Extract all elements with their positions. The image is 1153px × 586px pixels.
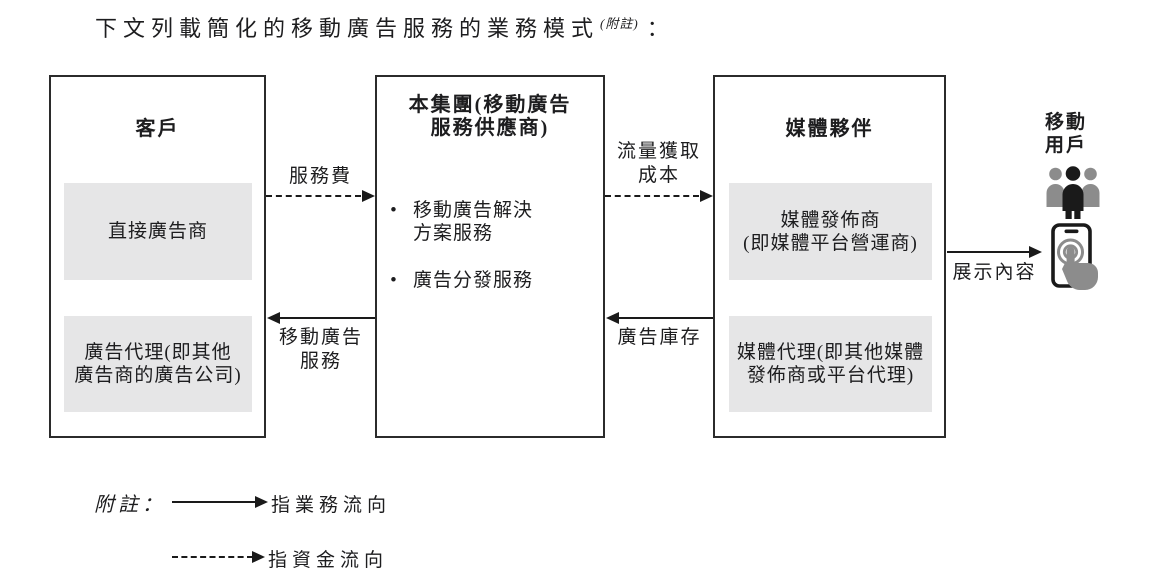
group-services-list: • 移動廣告解決 方案服務 • 廣告分發服務	[389, 199, 533, 316]
legend-business-flow-label: 指業務流向	[271, 495, 392, 516]
list-item: • 移動廣告解決 方案服務	[389, 199, 533, 245]
solid-line	[947, 251, 1029, 253]
media-publishers-item: 媒體發佈商 (即媒體平台營運商)	[729, 183, 932, 280]
advertising-agencies-item: 廣告代理(即其他 廣告商的廣告公司)	[64, 316, 252, 412]
solid-line	[618, 317, 713, 319]
solid-line	[279, 317, 375, 319]
arrowhead-right-icon	[1029, 246, 1042, 258]
mobile-ad-service-label: 移動廣告 服務	[278, 327, 363, 372]
diagram-title: 下文列載簡化的移動廣告服務的業務模式(附註) ：	[95, 11, 669, 43]
list-item: • 廣告分發服務	[389, 269, 533, 292]
dashed-line	[605, 195, 699, 197]
arrowhead-right-icon	[362, 190, 375, 202]
traffic-cost-label: 流量獲取 成本	[616, 141, 701, 186]
phone-tap-icon	[1051, 223, 1103, 298]
arrowhead-right-icon	[700, 190, 713, 202]
title-note-superscript: (附註)	[600, 16, 639, 31]
bullet-icon: •	[390, 270, 398, 291]
direct-advertisers-item: 直接廣告商	[64, 183, 252, 280]
arrowhead-left-icon	[606, 312, 619, 324]
ad-distribution-service-label: 廣告分發服務	[413, 270, 534, 291]
arrowhead-right-icon	[255, 496, 268, 508]
mobile-ad-solution-service-label: 移動廣告解決 方案服務	[413, 200, 534, 244]
customer-box-header: 客戶	[135, 118, 180, 140]
dashed-line	[172, 556, 253, 558]
legend-fund-flow-label: 指資金流向	[268, 550, 389, 571]
users-group-icon	[1046, 166, 1100, 225]
arrowhead-right-icon	[252, 551, 265, 563]
arrowhead-left-icon	[267, 312, 280, 324]
solid-line	[172, 501, 256, 503]
media-partners-box: 媒體夥伴 媒體發佈商 (即媒體平台營運商) 媒體代理(即其他媒體 發佈商或平台代…	[713, 75, 946, 438]
bullet-icon: •	[390, 200, 398, 221]
mobile-users-label: 移動 用戶	[1045, 112, 1088, 156]
display-content-label: 展示內容	[952, 262, 1037, 283]
title-text: 下文列載簡化的移動廣告服務的業務模式	[95, 16, 600, 41]
service-fee-label: 服務費	[288, 166, 352, 187]
legend-note-label: 附註：	[94, 494, 166, 516]
dashed-line	[266, 195, 361, 197]
media-agencies-item: 媒體代理(即其他媒體 發佈商或平台代理)	[729, 316, 932, 412]
title-colon: ：	[646, 16, 669, 41]
group-box: 本集團(移動廣告 服務供應商) • 移動廣告解決 方案服務 • 廣告分發服務	[375, 75, 605, 438]
group-box-header: 本集團(移動廣告 服務供應商)	[408, 94, 572, 139]
media-partners-box-header: 媒體夥伴	[785, 118, 874, 140]
customer-box: 客戶 直接廣告商 廣告代理(即其他 廣告商的廣告公司)	[49, 75, 266, 438]
ad-inventory-label: 廣告庫存	[617, 327, 702, 348]
